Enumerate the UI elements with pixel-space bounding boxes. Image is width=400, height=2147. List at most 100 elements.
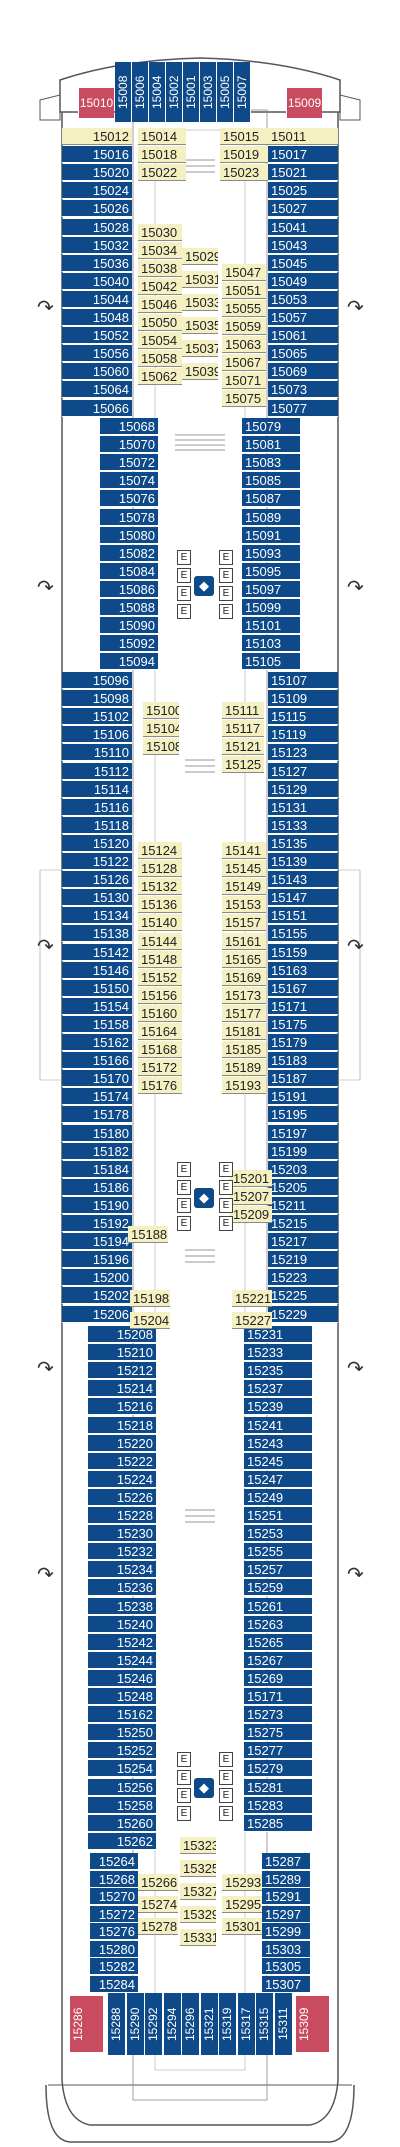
cabin-15009[interactable]: 15009: [286, 88, 322, 118]
cabin-15262[interactable]: 15262: [88, 1832, 156, 1850]
cabin-15290[interactable]: 15290: [126, 1993, 145, 2055]
cabin-15254[interactable]: 15254: [88, 1760, 156, 1778]
cabin-15177[interactable]: 15177: [222, 1004, 266, 1022]
cabin-15030[interactable]: 15030: [138, 224, 182, 241]
cabin-15040[interactable]: 15040: [62, 272, 132, 290]
cabin-15043[interactable]: 15043: [268, 236, 338, 254]
cabin-15069[interactable]: 15069: [268, 363, 338, 381]
cabin-15216[interactable]: 15216: [88, 1398, 156, 1416]
cabin-15085[interactable]: 15085: [242, 472, 300, 490]
cabin-15116[interactable]: 15116: [62, 798, 132, 816]
cabin-15103[interactable]: 15103: [242, 635, 300, 653]
cabin-15062[interactable]: 15062: [138, 368, 182, 385]
cabin-15124[interactable]: 15124: [138, 842, 182, 859]
cabin-15260[interactable]: 15260: [88, 1814, 156, 1832]
cabin-15010[interactable]: 15010: [78, 88, 114, 118]
cabin-15227[interactable]: 15227: [232, 1312, 272, 1329]
cabin-15174[interactable]: 15174: [62, 1088, 132, 1106]
cabin-15291[interactable]: 15291: [262, 1888, 310, 1905]
cabin-15212[interactable]: 15212: [88, 1362, 156, 1380]
cabin-15154[interactable]: 15154: [62, 997, 132, 1015]
cabin-15301[interactable]: 15301: [222, 1918, 262, 1935]
cabin-15191[interactable]: 15191: [268, 1088, 338, 1106]
cabin-15098[interactable]: 15098: [62, 690, 132, 708]
cabin-15283[interactable]: 15283: [244, 1796, 312, 1814]
cabin-15307[interactable]: 15307: [262, 1975, 310, 1993]
cabin-15150[interactable]: 15150: [62, 979, 132, 997]
cabin-15218[interactable]: 15218: [88, 1416, 156, 1434]
cabin-15186[interactable]: 15186: [62, 1178, 132, 1196]
cabin-15083[interactable]: 15083: [242, 454, 300, 472]
cabin-15123[interactable]: 15123: [268, 744, 338, 762]
cabin-15215[interactable]: 15215: [268, 1215, 338, 1232]
cabin-15093[interactable]: 15093: [242, 544, 300, 562]
cabin-15078[interactable]: 15078: [100, 508, 158, 526]
cabin-15026[interactable]: 15026: [62, 200, 132, 218]
cabin-15088[interactable]: 15088: [100, 599, 158, 616]
cabin-15195[interactable]: 15195: [268, 1106, 338, 1124]
cabin-15054[interactable]: 15054: [138, 332, 182, 349]
cabin-15246[interactable]: 15246: [88, 1669, 156, 1687]
cabin-15315[interactable]: 15315: [256, 1993, 274, 2055]
cabin-15100[interactable]: 15100: [143, 702, 179, 719]
cabin-15319[interactable]: 15319: [219, 1993, 237, 2055]
cabin-15166[interactable]: 15166: [62, 1052, 132, 1070]
cabin-15063[interactable]: 15063: [222, 336, 266, 353]
cabin-15023[interactable]: 15023: [220, 164, 268, 182]
cabin-15057[interactable]: 15057: [268, 309, 338, 326]
cabin-15008[interactable]: 15008: [115, 62, 132, 122]
cabin-15311[interactable]: 15311: [274, 1993, 293, 2055]
cabin-15161[interactable]: 15161: [222, 932, 266, 950]
cabin-15242[interactable]: 15242: [88, 1633, 156, 1651]
cabin-15109[interactable]: 15109: [268, 690, 338, 708]
cabin-15294[interactable]: 15294: [163, 1993, 182, 2055]
cabin-15168[interactable]: 15168: [138, 1041, 182, 1059]
cabin-15071[interactable]: 15071: [222, 372, 266, 389]
cabin-15007[interactable]: 15007: [234, 62, 251, 122]
cabin-15236[interactable]: 15236: [88, 1579, 156, 1597]
cabin-15114[interactable]: 15114: [62, 780, 132, 798]
cabin-15238[interactable]: 15238: [88, 1597, 156, 1615]
cabin-15284[interactable]: 15284: [90, 1975, 138, 1993]
cabin-15121[interactable]: 15121: [222, 738, 264, 756]
cabin-15099[interactable]: 15099: [242, 599, 300, 616]
cabin-15036[interactable]: 15036: [62, 254, 132, 272]
cabin-15243[interactable]: 15243: [244, 1434, 312, 1452]
cabin-15119[interactable]: 15119: [268, 726, 338, 744]
cabin-15140[interactable]: 15140: [138, 914, 182, 932]
cabin-15208[interactable]: 15208: [88, 1326, 156, 1343]
cabin-15024[interactable]: 15024: [62, 182, 132, 200]
cabin-15259[interactable]: 15259: [244, 1579, 312, 1597]
cabin-15017[interactable]: 15017: [268, 146, 338, 164]
cabin-15019[interactable]: 15019: [220, 146, 268, 164]
cabin-15157[interactable]: 15157: [222, 914, 266, 932]
cabin-15173[interactable]: 15173: [222, 986, 266, 1004]
cabin-15135[interactable]: 15135: [268, 834, 338, 852]
cabin-15101[interactable]: 15101: [242, 617, 300, 635]
cabin-15207[interactable]: 15207: [230, 1188, 272, 1206]
cabin-15033[interactable]: 15033: [182, 294, 218, 311]
cabin-15237[interactable]: 15237: [244, 1380, 312, 1398]
cabin-15233[interactable]: 15233: [244, 1344, 312, 1362]
cabin-15327[interactable]: 15327: [180, 1883, 216, 1900]
cabin-15276[interactable]: 15276: [90, 1923, 138, 1940]
cabin-15076[interactable]: 15076: [100, 490, 158, 508]
cabin-15175[interactable]: 15175: [268, 1015, 338, 1033]
cabin-15203[interactable]: 15203: [268, 1160, 338, 1178]
cabin-15196[interactable]: 15196: [62, 1251, 132, 1269]
cabin-15065[interactable]: 15065: [268, 345, 338, 363]
cabin-15249[interactable]: 15249: [244, 1488, 312, 1506]
cabin-15305[interactable]: 15305: [262, 1958, 310, 1975]
cabin-15272[interactable]: 15272: [90, 1905, 138, 1923]
cabin-15270[interactable]: 15270: [90, 1888, 138, 1905]
cabin-15129[interactable]: 15129: [268, 780, 338, 798]
cabin-15303[interactable]: 15303: [262, 1940, 310, 1958]
cabin-15277[interactable]: 15277: [244, 1742, 312, 1760]
cabin-15292[interactable]: 15292: [145, 1993, 163, 2055]
cabin-15067[interactable]: 15067: [222, 354, 266, 371]
cabin-15200[interactable]: 15200: [62, 1269, 132, 1287]
cabin-15206[interactable]: 15206: [62, 1305, 132, 1323]
cabin-15323[interactable]: 15323: [180, 1837, 216, 1854]
cabin-15145[interactable]: 15145: [222, 860, 266, 878]
cabin-15117[interactable]: 15117: [222, 720, 264, 738]
